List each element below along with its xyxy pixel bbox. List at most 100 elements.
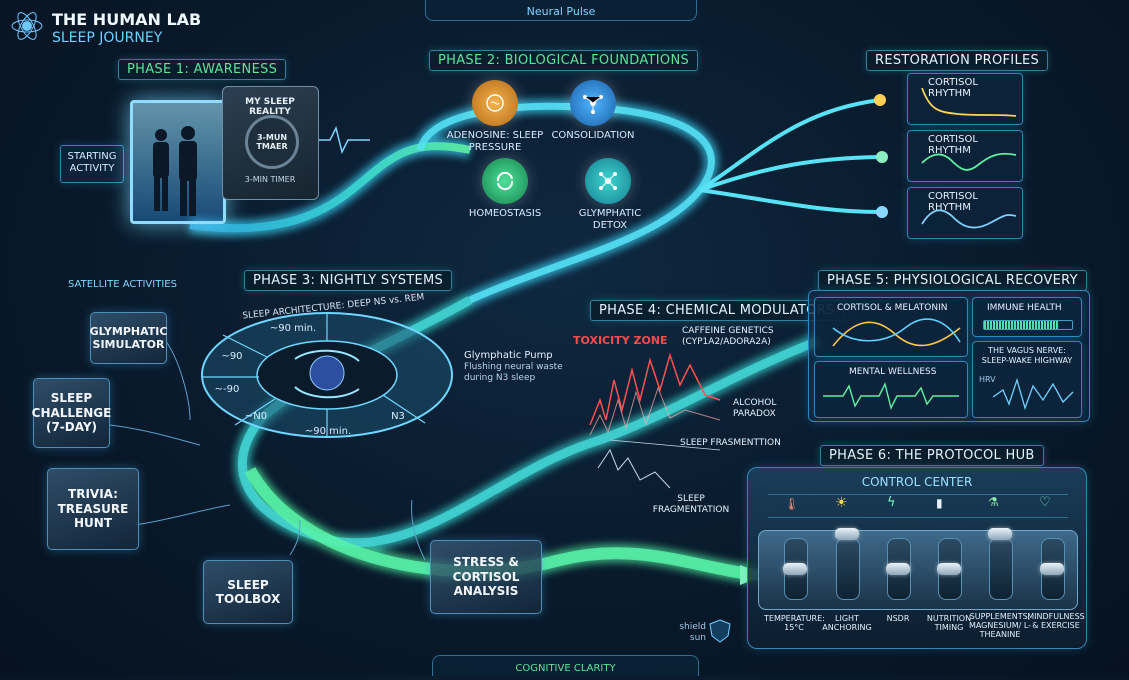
consolidation-node[interactable] [570,80,616,126]
cortisol-melatonin-chart [832,318,961,347]
mindfulness-label: MINDFULNESS & EXERCISE [1027,612,1085,631]
profile-3-curve [921,209,1017,229]
homeostasis-node[interactable] [482,158,528,204]
hrv-chart [992,377,1074,411]
restoration-profile-2[interactable]: CORTISOL RHYTHM [907,130,1023,182]
restoration-label: RESTORATION PROFILES [866,50,1049,71]
immune-health-panel[interactable]: IMMUNE HEALTH [972,297,1082,337]
profile-2-title: CORTISOL RHYTHM [928,134,978,156]
nutrition-knob[interactable] [937,562,961,575]
sleep-fragmentation-label-2: SLEEP FRAGMENTATION [652,494,730,515]
supplements-knob[interactable] [988,527,1012,540]
mental-wellness-panel[interactable]: MENTAL WELLNESS [814,361,968,418]
protocol-icon-row [768,494,1068,518]
ring-segment-4: ~N0 [244,411,268,422]
people-silhouette-icon [153,126,197,216]
brain-icon [486,94,504,112]
mental-wellness-ecg [823,381,959,411]
phase5-label: PHASE 5: PHYSIOLOGICAL RECOVERY [818,270,1087,291]
nsdr-slider[interactable] [886,538,911,600]
vagus-nerve-panel[interactable]: THE VAGUS NERVE: SLEEP-WAKE HIGHWAY HRV [972,341,1082,418]
phase1-label: PHASE 1: AWARENESS [118,59,287,80]
ring-segment-6: N3 [391,411,405,422]
molecule-icon [599,172,617,190]
glymphatic-simulator-card[interactable]: GLYMPHATIC SIMULATOR [90,312,167,364]
immune-health-bar [983,320,1073,330]
cognitive-clarity-label: COGNITIVE CLARITY [515,663,616,674]
page-title: THE HUMAN LAB [52,10,202,29]
shield-icon[interactable] [708,618,732,644]
light-anchoring-label: LIGHT ANCHORING [822,614,872,633]
nutrition-slider[interactable] [937,538,962,600]
sleep-reality-sign[interactable]: MY SLEEP REALITY 3-MUN TMAER 3-MIN TIMER [222,86,319,200]
glymphatic-pump-desc: Flushing neural waste during N3 sleep [464,362,563,383]
timer-dial: 3-MUN TMAER [245,115,299,169]
immune-health-title: IMMUNE HEALTH [987,303,1062,313]
sleep-challenge-card[interactable]: SLEEP CHALLENGE (7-DAY) [32,378,111,448]
sleep-architecture-ring[interactable] [195,305,465,465]
satellite-activities-label: SATELLITE ACTIVITIES [68,279,177,290]
cycle-arrows-icon [496,171,514,191]
temperature-slider[interactable] [783,538,808,600]
slider-deck [758,530,1078,610]
page-subtitle: SLEEP JOURNEY [52,30,163,46]
tab-neural-pulse[interactable]: Neural Pulse [425,0,697,21]
nsdr-knob[interactable] [886,562,910,575]
restoration-profile-3[interactable]: CORTISOL RHYTHM [907,187,1023,239]
light-anchoring-knob[interactable] [835,527,859,540]
phase3-label: PHASE 3: NIGHTLY SYSTEMS [244,270,453,291]
light-anchoring-slider[interactable] [835,527,860,600]
restoration-profile-1[interactable]: CORTISOL RHYTHM [907,73,1023,125]
supplements-slider[interactable] [988,527,1013,600]
phase4-label: PHASE 4: CHEMICAL MODULATORS [590,300,844,321]
supplements-label: SUPPLEMENTS, MAGNESIUM/ L-THEANINE [968,612,1032,640]
ring-segment-3: ~-90 [214,384,240,395]
mindfulness-knob[interactable] [1040,562,1064,575]
stress-cortisol-card[interactable]: STRESS & CORTISOL ANALYSIS [430,540,542,614]
control-center-panel: CONTROL CENTER 🌡 ☀ ϟ ▮ ⚗ ♡ TEMPERATURE: … [747,467,1087,649]
timer-dial-text: 3-MUN TMAER [256,133,288,151]
profile-1-title: CORTISOL RHYTHM [928,77,978,99]
trivia-card[interactable]: TRIVIA: TREASURE HUNT [47,468,139,550]
shield-sun-label: shield sun [679,622,706,643]
brain-logo-icon [10,9,44,43]
tab-cognitive-clarity[interactable]: COGNITIVE CLARITY [432,655,699,676]
neural-pulse-label: Neural Pulse [526,5,596,18]
temperature-knob[interactable] [783,562,807,575]
starting-activity-label: STARTING ACTIVITY [67,151,117,174]
network-icon [583,95,603,114]
homeostasis-label: HOMEOSTASIS [468,208,542,219]
caffeine-genetics-label: CAFFEINE GENETICS (CYP1A2/ADORA2A) [682,326,774,347]
control-center-title: CONTROL CENTER [861,475,973,489]
ring-segment-2: ~90 [221,351,243,362]
glymphatic-detox-node[interactable] [585,158,631,204]
heart-icon: ♡ [1039,495,1051,510]
timer-caption: 3-MIN TIMER [244,175,296,184]
temperature-label: TEMPERATURE: 15°C [764,614,825,633]
glymphatic-pump-title: Glymphatic Pump [464,350,553,361]
hrv-label: HRV [979,375,996,384]
sleep-toolbox-card[interactable]: SLEEP TOOLBOX [203,560,293,624]
adenosine-node[interactable] [472,80,518,126]
starting-activity-box[interactable]: STARTING ACTIVITY [60,145,124,183]
portal-door[interactable] [130,100,226,224]
jar-icon: ▮ [936,496,943,510]
phase2-label: PHASE 2: BIOLOGICAL FOUNDATIONS [429,50,699,71]
glymphatic-detox-label: GLYMPHATIC DETOX [578,208,642,231]
mindfulness-slider[interactable] [1040,538,1065,600]
ring-segment-1: ~90 min. [269,323,317,334]
immune-health-bar-fill [984,321,1059,329]
nutrition-label: NUTRITION TIMING [926,614,972,633]
cortisol-melatonin-title: CORTISOL & MELATONIN [837,303,948,313]
sleep-fragmentation-label-1: SLEEP FRASMENTTION [680,438,781,448]
vagus-nerve-title: THE VAGUS NERVE: SLEEP-WAKE HIGHWAY [981,346,1073,365]
flask-icon: ⚗ [988,495,999,509]
alcohol-paradox-label: ALCOHOL PARADOX [733,398,777,419]
stress-cortisol-label: STRESS & CORTISOL ANALYSIS [452,555,520,599]
chemical-spike-chart [589,352,721,489]
adenosine-label: ADENOSINE: SLEEP PRESSURE [446,130,544,153]
cortisol-melatonin-panel[interactable]: CORTISOL & MELATONIN [814,297,968,357]
sleep-reality-title: MY SLEEP REALITY [245,97,295,117]
nsdr-label: NSDR [886,614,910,623]
sun-icon: ☀ [835,495,848,511]
